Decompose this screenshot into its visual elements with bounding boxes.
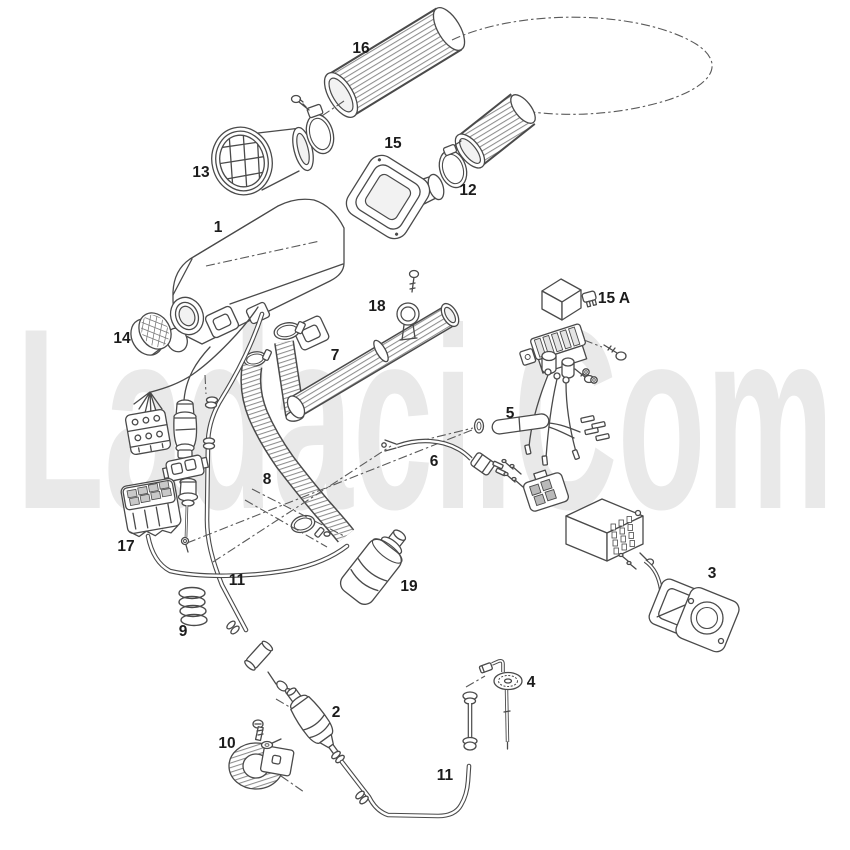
part-label-1-4: 1 xyxy=(214,219,223,236)
part-label-9-14: 9 xyxy=(179,623,188,640)
part-label-6-10: 6 xyxy=(430,453,439,470)
routing-loop-line xyxy=(451,16,713,115)
combustion-pipe-clamp xyxy=(243,349,272,367)
part-5-wiring-harness xyxy=(419,368,610,466)
part-11-fuel-line-lower xyxy=(339,691,478,819)
part-label-8-11: 8 xyxy=(263,471,272,488)
part-label-19-15: 19 xyxy=(400,578,418,595)
part-18-pipe-clamp xyxy=(396,269,420,341)
part-label-16-0: 16 xyxy=(352,40,370,57)
part-label-12-3: 12 xyxy=(459,182,476,199)
fuse-icon xyxy=(581,290,598,308)
part-7-combustion-air-pipe xyxy=(286,302,460,419)
part-17-connector-12pin xyxy=(120,477,350,579)
part-9-spring xyxy=(178,586,208,627)
part-label-2-17: 2 xyxy=(332,704,341,721)
part-14-intake-silencer-ring xyxy=(130,309,175,356)
part-4-fuel-pickup xyxy=(478,659,523,750)
part-label-13-1: 13 xyxy=(192,164,210,181)
control-box xyxy=(565,498,655,570)
part-17-connector-9pin xyxy=(124,408,172,456)
part-6-control-cable xyxy=(381,438,524,488)
part-2-fuel-pump xyxy=(286,687,345,764)
part-16b-flex-duct-segment xyxy=(454,93,536,169)
part-label-15A-8: 15 A xyxy=(598,290,630,307)
part-label-15-2: 15 xyxy=(384,135,402,152)
part-label-3-16: 3 xyxy=(708,565,717,582)
heater-harness-wire xyxy=(133,306,259,417)
part-19-exhaust-muffler xyxy=(290,514,407,605)
part-15a-relay xyxy=(541,278,582,321)
part-label-11-13: 11 xyxy=(229,572,246,589)
part-13-intake-grille xyxy=(211,126,314,196)
part-8-flex-exhaust-pipe xyxy=(240,364,355,543)
part-12-hose-clamp xyxy=(438,140,468,189)
overheat-sensor xyxy=(177,477,199,553)
part-13-clamp xyxy=(290,94,335,155)
centerlines xyxy=(186,374,486,793)
part-label-11-19: 11 xyxy=(437,767,454,784)
part-10-pump-bracket xyxy=(228,719,296,790)
fuse-holder-block xyxy=(519,323,627,384)
part-label-4-20: 4 xyxy=(527,674,536,691)
part-label-18-6: 18 xyxy=(368,298,386,315)
part-label-14-5: 14 xyxy=(113,330,131,347)
part-15-square-outlet xyxy=(345,154,445,240)
connector-4pin xyxy=(522,469,570,512)
part-label-7-7: 7 xyxy=(331,347,340,364)
part-label-10-18: 10 xyxy=(218,735,235,752)
part-17-round-plug xyxy=(173,399,198,459)
part-label-5-9: 5 xyxy=(506,405,515,422)
heater-outlet-clamp xyxy=(273,321,306,340)
part-16-flex-air-duct xyxy=(323,7,466,118)
part-label-17-12: 17 xyxy=(117,538,134,555)
part-3-mounting-plates xyxy=(643,559,740,653)
sensor-holder-bracket xyxy=(161,454,209,482)
